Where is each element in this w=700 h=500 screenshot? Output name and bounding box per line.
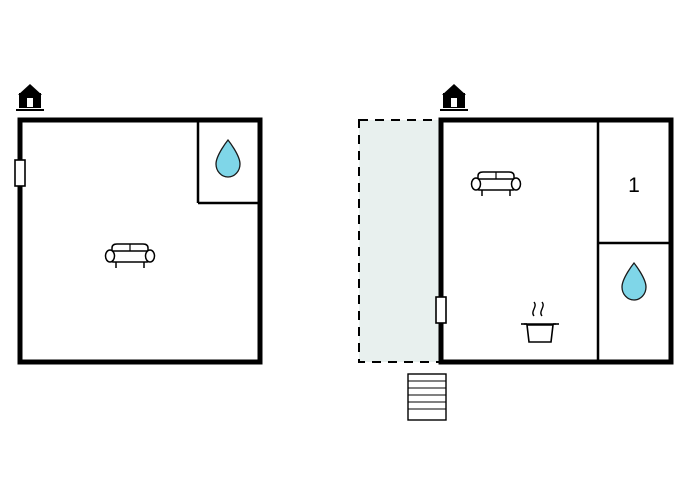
entrance-door-icon [16,84,44,111]
water-drop-icon [621,261,647,301]
left-unit-walls [17,117,263,365]
left-unit [14,84,263,365]
bedroom-1-label: 1 [628,174,640,197]
stairs-icon [407,373,447,421]
right-unit-walls [438,117,674,365]
window-icon [435,296,447,324]
right-unit-interior [441,120,671,362]
terrace [358,119,442,363]
right-unit-partitions [596,120,671,362]
entrance-door-icon [440,84,468,111]
window-icon [14,159,26,187]
water-drop-icon [215,138,241,178]
sofa-icon [470,171,522,196]
stove-pot-icon [521,301,559,343]
sofa-icon [104,243,156,268]
left-unit-bathroom [196,120,260,205]
right-unit: 1 [358,84,674,421]
